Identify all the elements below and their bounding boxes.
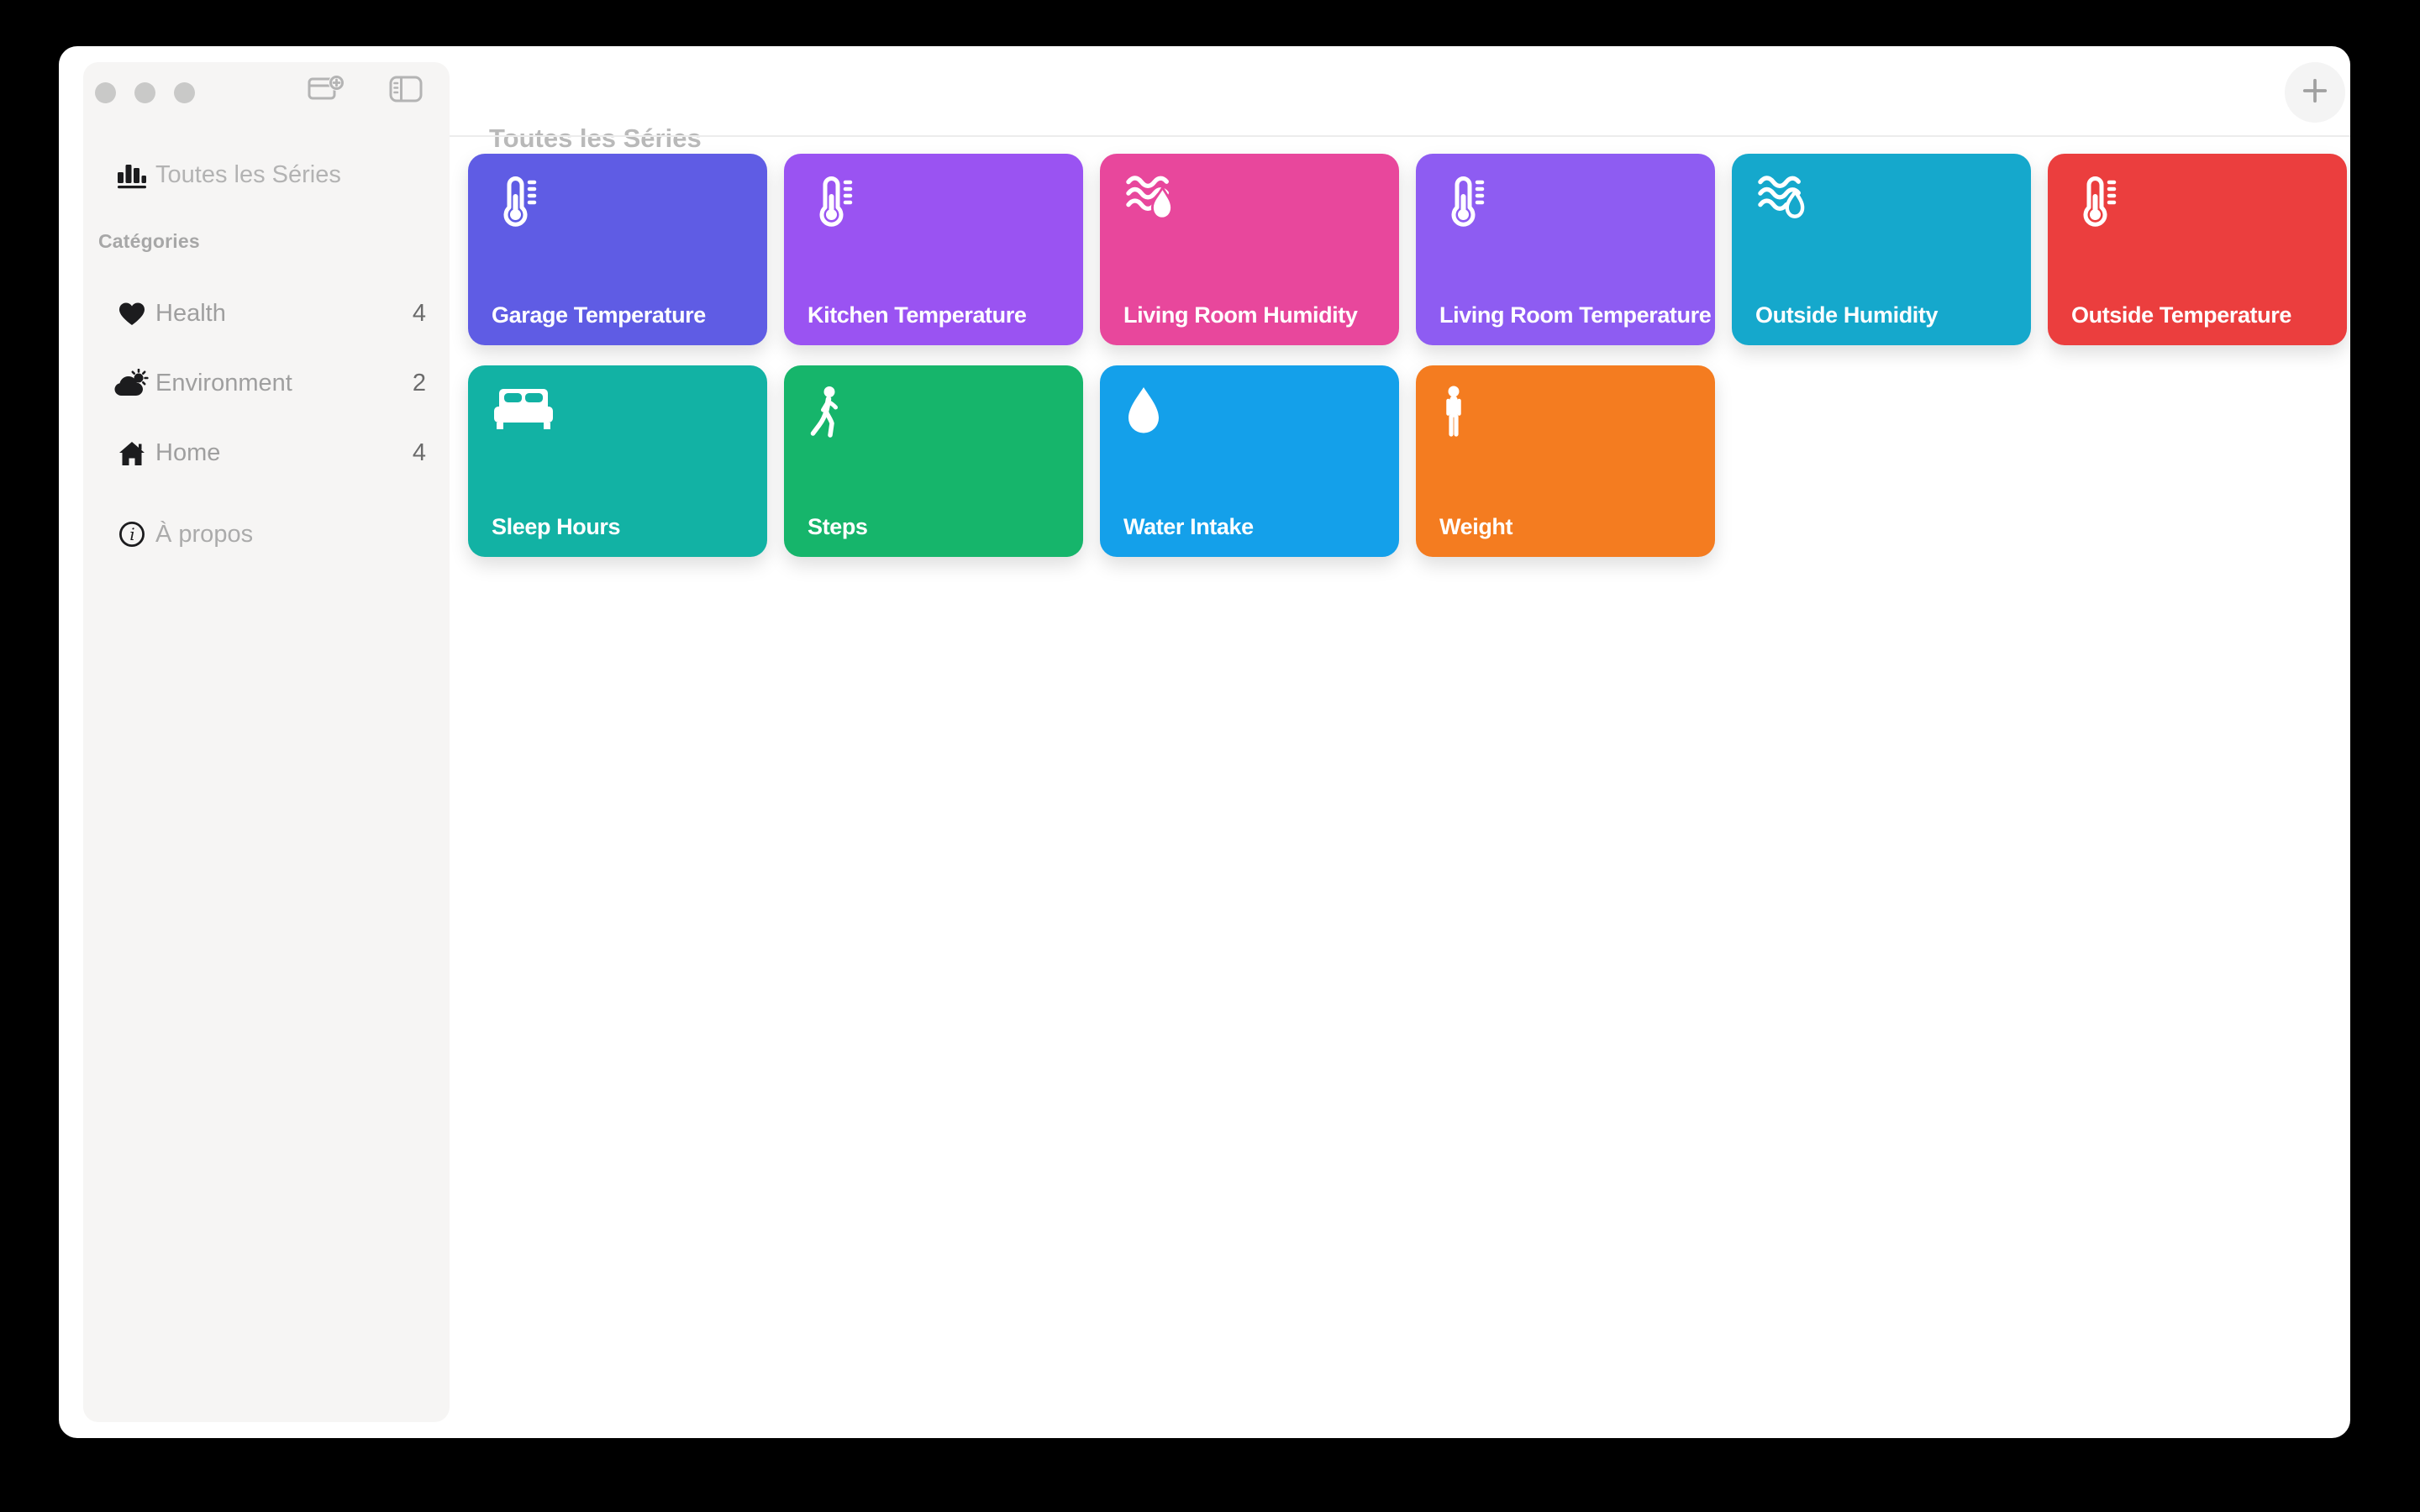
drop-icon	[1125, 386, 1162, 440]
series-card-outside-humidity[interactable]: Outside Humidity	[1732, 154, 2031, 345]
series-card-outside-temperature[interactable]: Outside Temperature	[2048, 154, 2347, 345]
series-card-grid: Garage Temperature Kitchen Temperature Liv…	[450, 137, 2350, 1438]
series-card-label: Sleep Hours	[492, 514, 621, 539]
sidebar-item-label: Home	[155, 439, 221, 466]
sidebar-item-label: Toutes les Séries	[155, 160, 341, 188]
sidebar-item-health[interactable]: Health 4	[83, 279, 450, 349]
figure-walk-icon	[809, 386, 844, 444]
bar-chart-icon	[108, 160, 155, 189]
thermometer-icon	[1441, 174, 1485, 232]
series-card-label: Garage Temperature	[492, 302, 706, 328]
series-card-garage-temperature[interactable]: Garage Temperature	[468, 154, 767, 345]
series-card-label: Living Room Humidity	[1123, 302, 1358, 328]
thermometer-icon	[2073, 174, 2117, 232]
info-circle-icon: i	[108, 520, 155, 549]
series-card-weight[interactable]: Weight	[1416, 365, 1715, 557]
humidity-fill-icon	[1125, 174, 1176, 225]
bed-icon	[493, 386, 554, 437]
series-card-label: Water Intake	[1123, 514, 1254, 539]
series-card-living-room-humidity[interactable]: Living Room Humidity	[1100, 154, 1399, 345]
series-card-water-intake[interactable]: Water Intake	[1100, 365, 1399, 557]
category-count: 4	[412, 300, 426, 327]
thermometer-icon	[493, 174, 537, 232]
page-title: Toutes les Séries	[489, 123, 702, 153]
series-card-living-room-temperature[interactable]: Living Room Temperature	[1416, 154, 1715, 345]
sidebar-section-header: Catégories	[98, 230, 200, 252]
series-card-kitchen-temperature[interactable]: Kitchen Temperature	[784, 154, 1083, 345]
sidebar-item-about[interactable]: i À propos	[83, 512, 450, 556]
series-card-label: Outside Temperature	[2071, 302, 2291, 328]
sidebar-item-all-series[interactable]: Toutes les Séries	[83, 153, 450, 197]
sidebar-item-label: Environment	[155, 370, 292, 396]
new-folder-icon[interactable]	[307, 74, 345, 108]
zoom-button[interactable]	[174, 82, 195, 103]
series-card-label: Kitchen Temperature	[808, 302, 1027, 328]
humidity-outline-icon	[1757, 174, 1807, 225]
figure-stand-icon	[1441, 386, 1466, 444]
close-button[interactable]	[95, 82, 116, 103]
thermometer-icon	[809, 174, 853, 232]
house-icon	[108, 440, 155, 467]
svg-text:i: i	[129, 524, 134, 544]
cloud-sun-icon	[108, 368, 155, 399]
heart-icon	[108, 302, 155, 327]
toolbar-separator	[450, 135, 2350, 137]
series-card-label: Steps	[808, 514, 868, 539]
sidebar-item-environment[interactable]: Environment 2	[83, 349, 450, 418]
minimize-button[interactable]	[134, 82, 155, 103]
sidebar-item-label: À propos	[155, 520, 254, 548]
series-card-label: Weight	[1439, 514, 1513, 539]
sidebar-item-home[interactable]: Home 4	[83, 418, 450, 488]
series-card-sleep-hours[interactable]: Sleep Hours	[468, 365, 767, 557]
series-card-label: Outside Humidity	[1755, 302, 1939, 328]
category-count: 4	[412, 439, 426, 466]
series-card-label: Living Room Temperature	[1439, 302, 1712, 328]
toggle-sidebar-icon[interactable]	[389, 76, 423, 107]
series-card-steps[interactable]: Steps	[784, 365, 1083, 557]
add-series-button[interactable]	[2285, 62, 2345, 123]
category-count: 2	[412, 370, 426, 396]
traffic-lights	[95, 82, 195, 103]
plus-icon	[2298, 74, 2332, 112]
sidebar-item-label: Health	[155, 300, 226, 327]
